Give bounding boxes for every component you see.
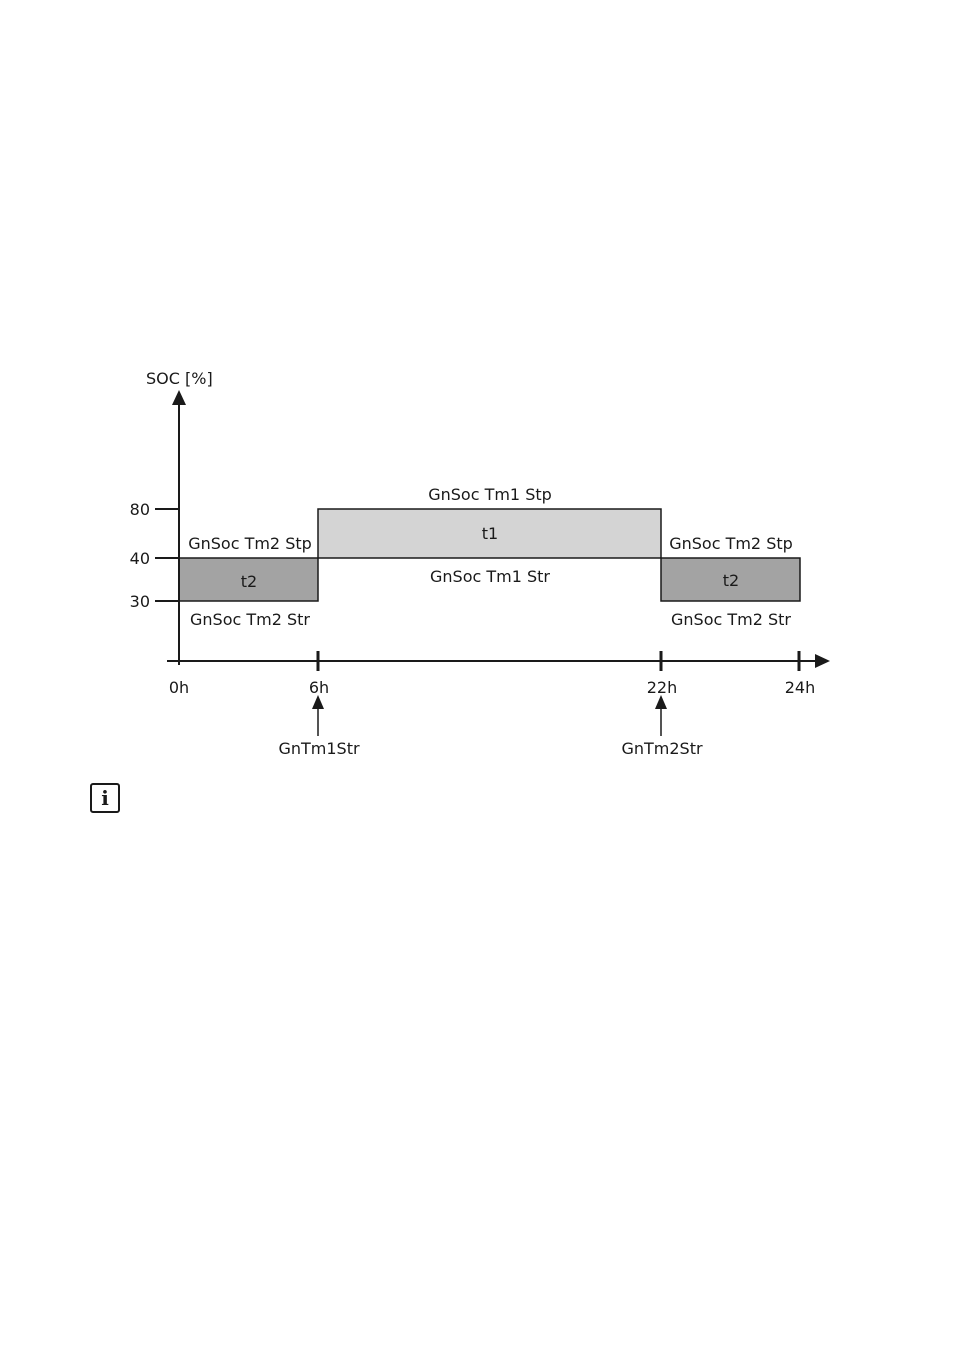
y-tick-label-40: 40 bbox=[130, 549, 150, 568]
x-tick-label-22h: 22h bbox=[647, 678, 678, 697]
y-tick-label-80: 80 bbox=[130, 500, 150, 519]
start2-marker-arrow bbox=[655, 695, 667, 709]
y-tick-label-30: 30 bbox=[130, 592, 150, 611]
t2-right-top-label: GnSoc Tm2 Stp bbox=[669, 534, 793, 553]
y-axis-arrow bbox=[172, 390, 186, 405]
start1-marker-arrow bbox=[312, 695, 324, 709]
t2-right-block bbox=[660, 557, 801, 602]
start1-marker-label: GnTm1Str bbox=[278, 739, 360, 758]
t2-left-bottom-label: GnSoc Tm2 Str bbox=[190, 610, 310, 629]
t1-block bbox=[317, 508, 662, 559]
info-icon: i bbox=[90, 783, 120, 813]
t2-right-bottom-label: GnSoc Tm2 Str bbox=[671, 610, 791, 629]
x-tick-label-6h: 6h bbox=[309, 678, 329, 697]
start2-marker-label: GnTm2Str bbox=[621, 739, 703, 758]
t1-top-label: GnSoc Tm1 Stp bbox=[428, 485, 552, 504]
x-tick-label-24h: 24h bbox=[785, 678, 816, 697]
x-axis-arrow bbox=[815, 654, 830, 668]
t2-right-label: t2 bbox=[723, 571, 739, 590]
y-axis-label: SOC [%] bbox=[146, 369, 213, 388]
t1-bottom-label: GnSoc Tm1 Str bbox=[430, 567, 550, 586]
t1-label: t1 bbox=[482, 524, 498, 543]
t2-left-top-label: GnSoc Tm2 Stp bbox=[188, 534, 312, 553]
t2-left-label: t2 bbox=[241, 572, 257, 591]
t2-left-block bbox=[178, 557, 319, 602]
x-tick-label-0h: 0h bbox=[169, 678, 189, 697]
